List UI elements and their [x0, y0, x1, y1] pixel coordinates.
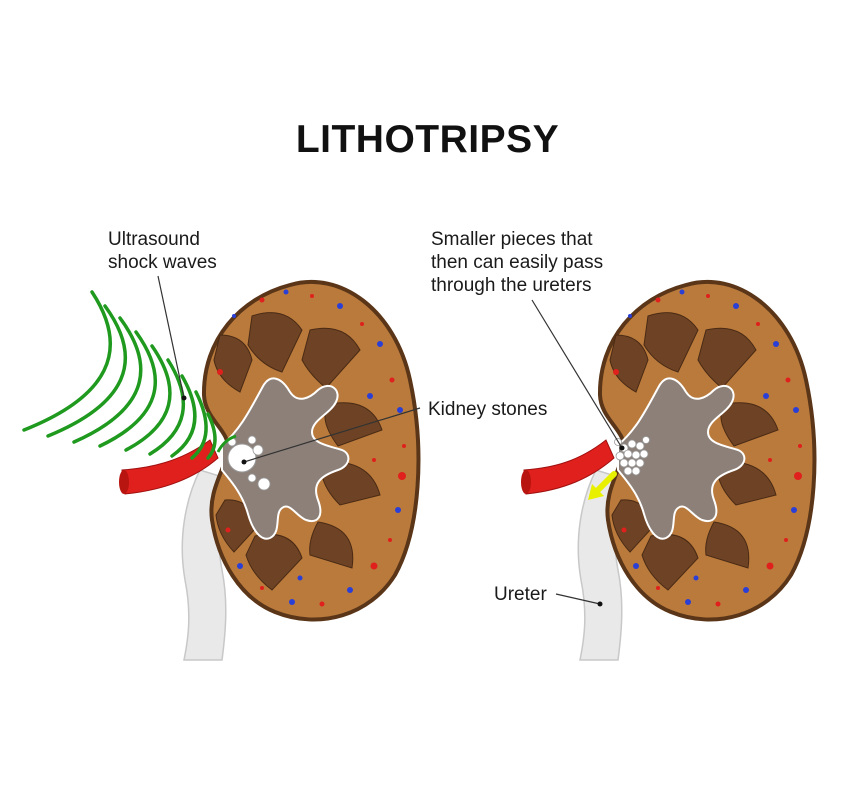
- shock-waves: [22, 290, 217, 460]
- kidney-stones-label: Kidney stones: [428, 399, 548, 420]
- smaller-pieces-line-3: through the ureters: [431, 275, 592, 296]
- ultrasound-label: Ultrasound shock waves: [108, 228, 217, 274]
- right-renal-artery: [523, 439, 615, 495]
- smaller-pieces-line-2: then can easily pass: [431, 252, 604, 273]
- stone-fragments: [614, 436, 650, 476]
- smaller-pieces-label: Smaller pieces that then can easily pass…: [431, 228, 603, 297]
- diagram-title: LITHOTRIPSY: [295, 118, 560, 161]
- ureter-label: Ureter: [494, 584, 547, 605]
- right-vessel-dots: [613, 289, 802, 607]
- left-kidney-stones: [216, 434, 271, 491]
- smaller-pieces-line-1: Smaller pieces that: [431, 229, 593, 250]
- ultrasound-label-line-1: Ultrasound: [108, 229, 200, 250]
- leader-lines: [157, 275, 623, 605]
- flow-arrow-icon: [588, 471, 617, 500]
- ultrasound-label-line-2: shock waves: [108, 252, 217, 273]
- left-renal-artery: [121, 439, 219, 495]
- left-kidney: [22, 279, 421, 661]
- left-vessel-dots: [217, 289, 406, 607]
- right-kidney: [521, 279, 817, 661]
